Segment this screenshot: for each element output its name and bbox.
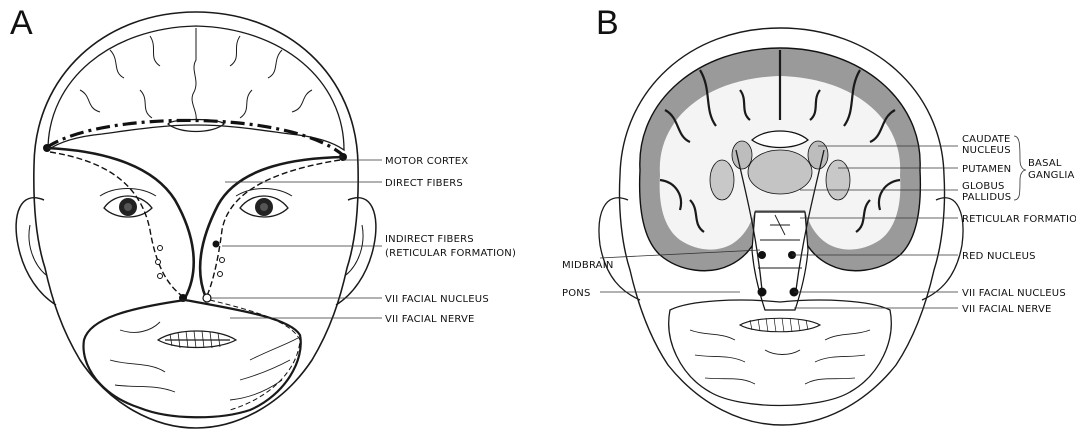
putamen-right [826, 160, 850, 200]
label-pallidus: PALLIDUS [962, 192, 1011, 203]
label-facial-nerve-a: VII FACIAL NERVE [385, 314, 475, 325]
label-pons: PONS [562, 288, 591, 299]
caudate-left [732, 141, 752, 169]
head-outline-a [34, 12, 358, 428]
direct-fibers-right [200, 157, 343, 298]
motor-cortex-arc [46, 120, 344, 156]
label-caudate: CAUDATE [962, 134, 1011, 145]
lip-lines-b [750, 318, 808, 332]
red-nucleus-left [758, 251, 766, 259]
indirect-fibers-left [50, 152, 185, 298]
putamen-left [710, 160, 734, 200]
label-facial-nerve-b: VII FACIAL NERVE [962, 304, 1052, 315]
facial-nucleus-right-a [203, 294, 211, 302]
chin-b [765, 350, 800, 355]
panel-a-labels: MOTOR CORTEX DIRECT FIBERS INDIRECT FIBE… [385, 156, 516, 325]
right-eye-a [236, 189, 292, 218]
label-caudate-nucleus: NUCLEUS [962, 145, 1011, 156]
label-facial-nucleus-b: VII FACIAL NUCLEUS [962, 288, 1066, 299]
indirect-fibers-right [206, 160, 340, 298]
label-midbrain: MIDBRAIN [562, 260, 614, 271]
left-eye-a [100, 189, 156, 218]
facial-nerve-dashed-a [210, 300, 300, 410]
right-ear-b [922, 198, 963, 300]
label-facial-nucleus-a: VII FACIAL NUCLEUS [385, 294, 489, 305]
caudate-right [808, 141, 828, 169]
panel-a-letter: A [10, 6, 33, 40]
label-putamen: PUTAMEN [962, 164, 1011, 175]
direct-fibers-left [47, 148, 194, 298]
mouth-a [158, 331, 236, 348]
facial-nucleus-left-b [758, 288, 767, 297]
label-basal: BASAL [1028, 158, 1062, 169]
label-indirect-fibers-sub: (RETICULAR FORMATION) [385, 248, 516, 259]
thalamus-b [748, 150, 812, 194]
label-reticular-formation: RETICULAR FORMATION [962, 214, 1076, 225]
facial-nerve-branches-b [690, 330, 870, 384]
facial-nerve-branches-a [110, 322, 298, 400]
label-direct-fibers: DIRECT FIBERS [385, 178, 463, 189]
panel-a-illustration [16, 12, 376, 428]
lower-face-outline-b [669, 300, 891, 405]
panel-b-illustration [599, 28, 963, 425]
label-indirect-fibers: INDIRECT FIBERS [385, 234, 474, 245]
label-red-nucleus: RED NUCLEUS [962, 251, 1036, 262]
label-globus: GLOBUS [962, 181, 1005, 192]
label-ganglia: GANGLIA [1028, 170, 1075, 181]
panel-b-letter: B [596, 6, 619, 40]
gyri-a [80, 28, 312, 122]
label-motor-cortex: MOTOR CORTEX [385, 156, 468, 167]
